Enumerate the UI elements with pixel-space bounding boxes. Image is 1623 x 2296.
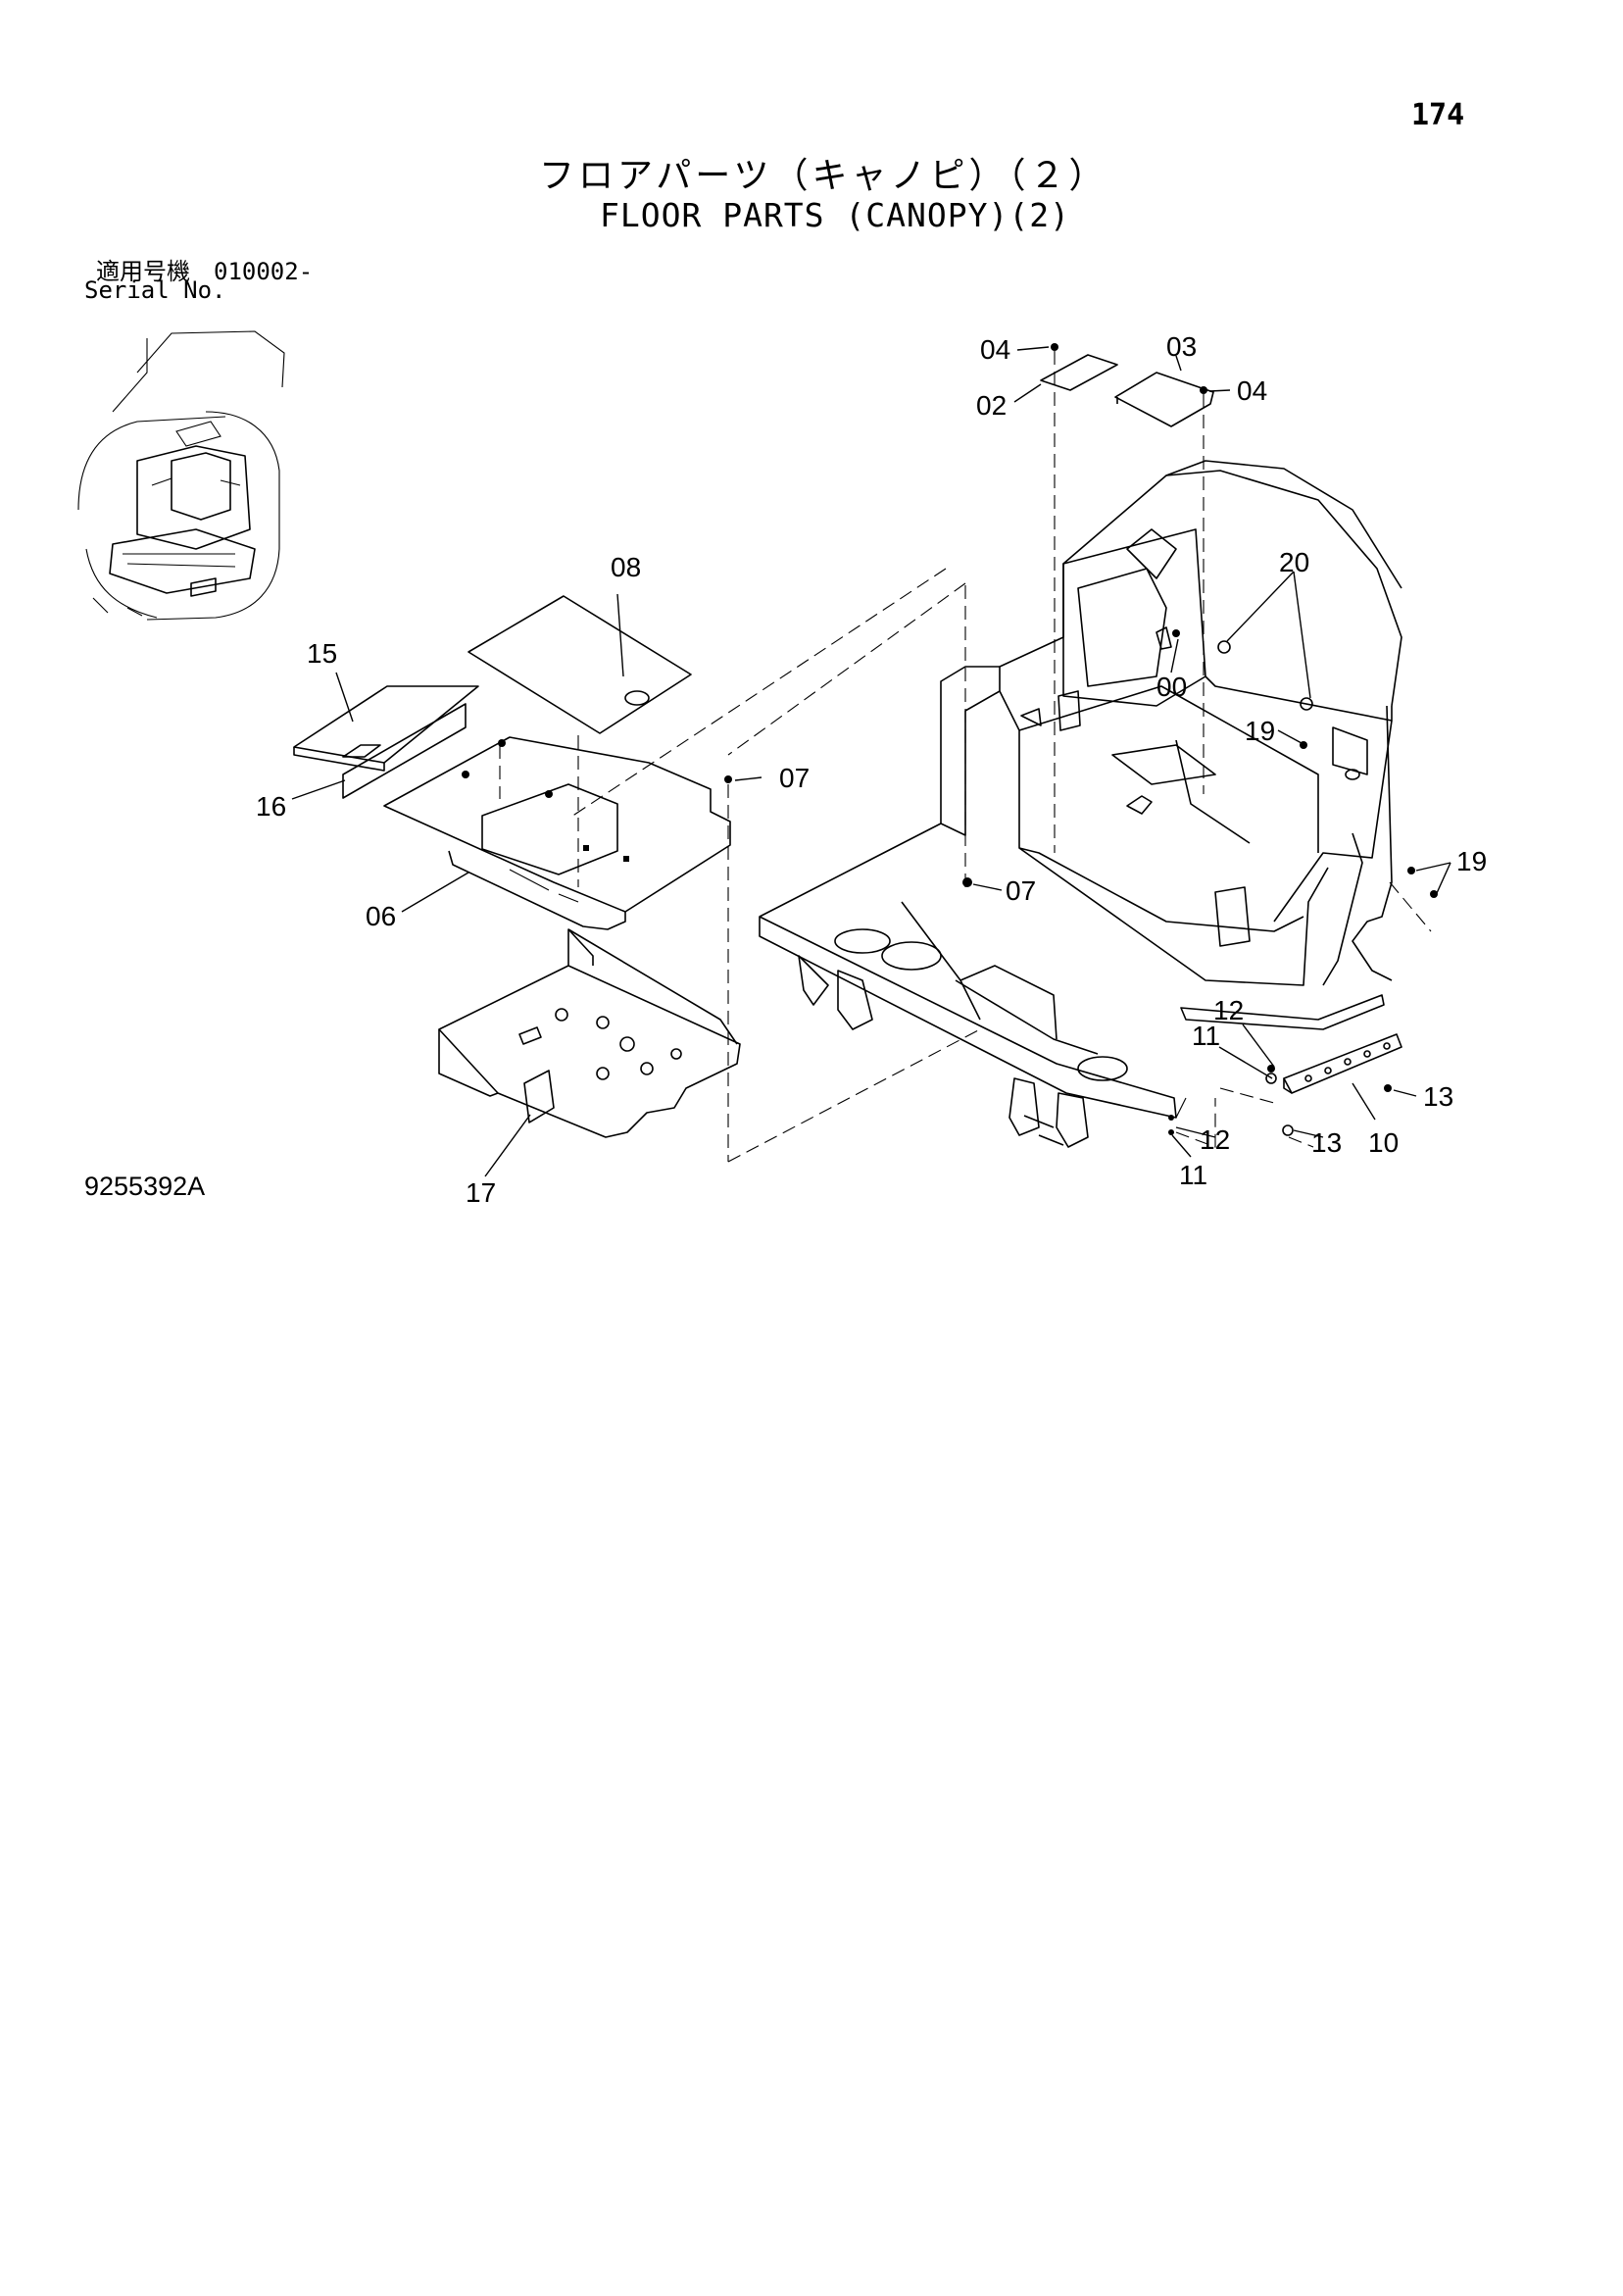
page-number: 174 xyxy=(1411,98,1465,132)
callout-00: 00 xyxy=(1156,672,1187,702)
callout-11-lower: 11 xyxy=(1179,1160,1207,1190)
part-06-floor-plate xyxy=(383,736,731,930)
assembly-guide-lines xyxy=(499,351,1432,1163)
part-15-16-side-panel xyxy=(293,685,479,799)
title-japanese: フロアパーツ（キャノピ）（２） xyxy=(539,156,1108,196)
callout-17: 17 xyxy=(466,1177,496,1208)
leader-lines xyxy=(291,346,1451,1177)
callout-08: 08 xyxy=(611,552,641,582)
callout-labels: 04 03 02 04 08 20 15 00 19 07 16 06 07 1… xyxy=(256,331,1487,1208)
part-17-support-bracket xyxy=(438,928,741,1138)
callout-13-lower: 13 xyxy=(1311,1127,1342,1158)
part-10-bracket-plate xyxy=(1283,1033,1402,1094)
drawing-number: 9255392A xyxy=(84,1172,206,1201)
callout-11-upper: 11 xyxy=(1192,1021,1220,1051)
callout-19-upper: 19 xyxy=(1245,716,1275,746)
callout-07-lower: 07 xyxy=(1006,875,1036,906)
callout-07-upper: 07 xyxy=(779,763,810,793)
title-english: FLOOR PARTS (CANOPY)(2) xyxy=(600,196,1070,234)
callout-04-top: 04 xyxy=(980,334,1010,365)
serial-label-english: Serial No. xyxy=(84,276,226,304)
callout-06: 06 xyxy=(366,901,396,931)
callout-15: 15 xyxy=(307,638,337,669)
part-08-floor-mat xyxy=(467,595,692,734)
callout-03: 03 xyxy=(1166,331,1197,362)
callout-02: 02 xyxy=(976,390,1007,421)
callout-10: 10 xyxy=(1368,1127,1399,1158)
machine-overview-thumbnail xyxy=(77,330,285,621)
callout-20: 20 xyxy=(1279,547,1309,577)
callout-12-lower: 12 xyxy=(1200,1124,1230,1155)
serial-label-japanese: 適用号機 010002- xyxy=(96,258,314,285)
callout-19-right: 19 xyxy=(1456,846,1487,876)
callout-04-right: 04 xyxy=(1237,375,1267,406)
main-frame xyxy=(759,460,1402,1148)
hardware-fasteners xyxy=(724,343,1438,1136)
callout-13-right: 13 xyxy=(1423,1081,1453,1112)
callout-16: 16 xyxy=(256,791,286,822)
callout-12-upper: 12 xyxy=(1213,995,1244,1025)
parts-02-03-covers xyxy=(1040,354,1214,427)
